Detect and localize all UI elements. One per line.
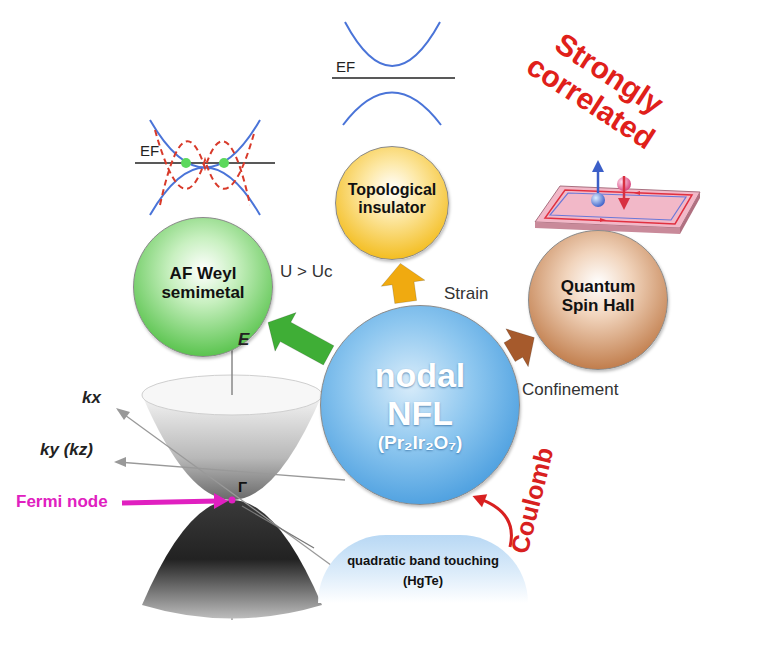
circle-label: (Pr₂Ir₂O₇) — [378, 432, 463, 453]
weyl-circle: AF Weyl semimetal — [133, 217, 273, 357]
nfl-circle: nodal NFL(Pr₂Ir₂O₇) — [320, 305, 520, 505]
ti-band-icon — [332, 22, 455, 125]
axis-label: ky (kz) — [40, 440, 93, 460]
fermi-node-label: Fermi node — [16, 492, 108, 512]
qsh-slab-icon — [535, 160, 700, 234]
circle-label: AF Weyl semimetal — [146, 264, 261, 302]
qsh-circle: Quantum Spin Hall — [528, 230, 668, 370]
edge-label: Coulomb — [505, 444, 559, 556]
circle-label: Topological insulator — [345, 181, 438, 217]
circle-label: nodal NFL — [345, 356, 495, 432]
block-arrow — [268, 313, 334, 365]
edge-label: Confinement — [522, 380, 618, 400]
region-heading: Strongly correlated — [506, 10, 694, 165]
band-touching-paraboloids — [114, 332, 345, 620]
strongly-correlated-region — [117, 9, 757, 541]
weyl-band-icon — [135, 120, 275, 215]
block-arrow — [381, 263, 425, 303]
circle-label: Quantum Spin Hall — [541, 277, 656, 315]
edge-label: Strain — [444, 284, 488, 304]
dome-label: quadratic band touching (HgTe) — [338, 551, 508, 590]
fermi-level-label: EF — [140, 142, 159, 159]
fermi-level-label: EF — [336, 58, 355, 75]
axis-label: E — [238, 330, 249, 350]
ti-circle: Topological insulator — [335, 146, 449, 260]
arrow-head — [473, 494, 488, 507]
edge-label: U > Uc — [280, 262, 332, 282]
band-touching-dome: quadratic band touching (HgTe) — [318, 535, 528, 603]
point-label: Γ — [238, 478, 247, 495]
axis-label: kx — [82, 388, 101, 408]
region-node: Strongly correlated AF Weyl semimetal Topo… — [115, 7, 759, 543]
